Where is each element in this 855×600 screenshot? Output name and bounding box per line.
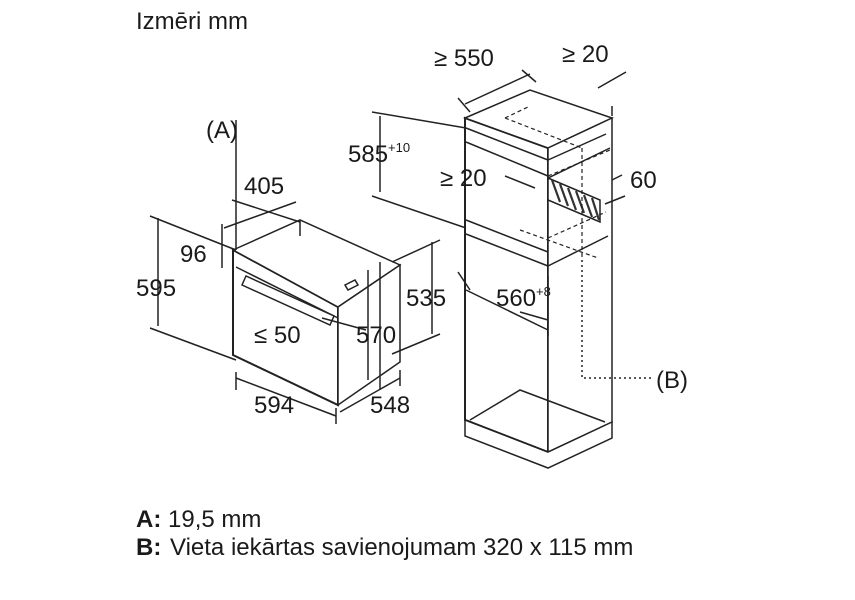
oven-height-label: 595: [136, 275, 176, 302]
cabinet-height-label: 585+10: [348, 140, 410, 168]
cabinet-drawing: [462, 89, 652, 469]
legend-a-key: A:: [136, 506, 162, 533]
cabinet-inner-gap-label: ≥ 20: [440, 165, 487, 192]
cabinet-marker-b: (B): [656, 367, 688, 394]
cabinet-niche-width-sup: +8: [536, 284, 551, 299]
oven-depth-label: 548: [370, 392, 410, 419]
cabinet-height-sup: +10: [388, 140, 410, 155]
page-title: Izmēri mm: [136, 8, 248, 35]
cabinet-dimensions: [371, 69, 627, 336]
cabinet-height-base: 585: [348, 141, 388, 168]
legend-b-key: B:: [136, 534, 162, 561]
oven-top-depth-label: 405: [244, 173, 284, 200]
cabinet-width-label: ≥ 550: [434, 45, 494, 72]
oven-handle-label: ≤ 50: [254, 322, 301, 349]
cabinet-side-gap-label: ≥ 20: [562, 41, 609, 68]
oven-width-label: 594: [254, 392, 294, 419]
oven-drawing: [231, 219, 402, 407]
cabinet-niche-height-label: 535: [406, 285, 446, 312]
legend-a-text: 19,5 mm: [168, 506, 262, 533]
oven-cavity-height-label: 570: [356, 322, 396, 349]
legend-item-b: B: Vieta iekārtas savienojumam 320 x 115…: [136, 534, 690, 562]
oven-marker-a: (A): [206, 117, 238, 144]
oven-front-height-label: 96: [180, 241, 207, 268]
legend-item-a: A: 19,5 mm: [136, 506, 261, 534]
oven-dimensions: [149, 120, 441, 424]
cabinet-niche-width-label: 560+8: [496, 284, 551, 312]
cabinet-vent-label: 60: [630, 167, 657, 194]
cabinet-niche-width-base: 560: [496, 285, 536, 312]
legend-b-text: Vieta iekārtas savienojumam 320 x 115 mm: [170, 534, 634, 561]
